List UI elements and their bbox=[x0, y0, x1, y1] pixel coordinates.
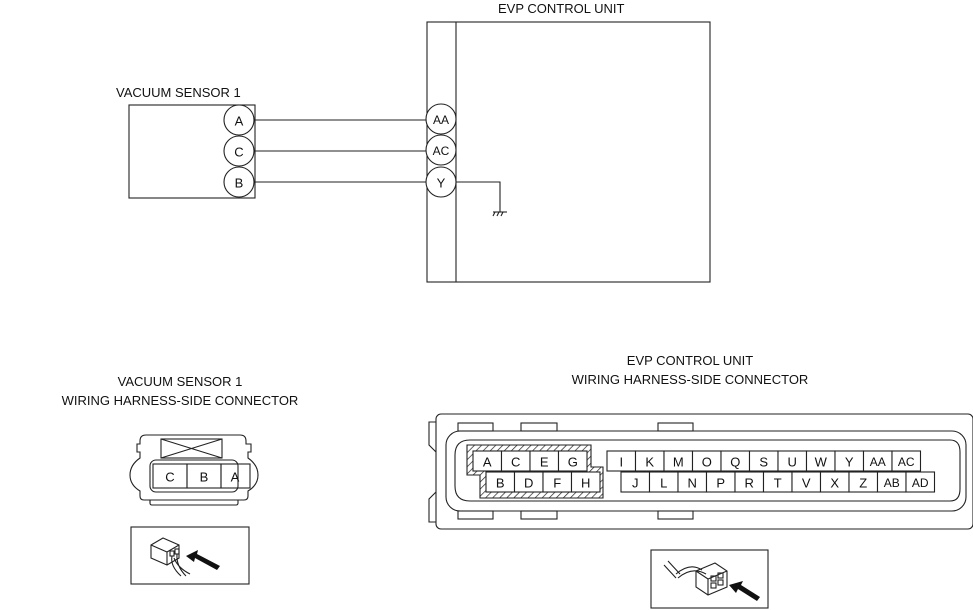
sensor-connector-pins: C B A bbox=[152, 463, 251, 489]
evp-pin-c: C bbox=[500, 450, 531, 472]
svg-text:J: J bbox=[632, 476, 639, 491]
svg-text:AA: AA bbox=[870, 455, 886, 469]
evp-pin-ab: AB bbox=[876, 471, 907, 493]
svg-text:Y: Y bbox=[437, 176, 446, 191]
evp-pin-i: I bbox=[606, 450, 637, 472]
svg-text:H: H bbox=[581, 476, 590, 491]
evp-connector-title-1: EVP CONTROL UNIT bbox=[627, 353, 753, 368]
svg-text:M: M bbox=[673, 455, 684, 470]
svg-text:AD: AD bbox=[912, 476, 929, 490]
svg-text:B: B bbox=[235, 176, 244, 191]
ground-icon bbox=[456, 181, 507, 217]
sensor-connector-housing bbox=[129, 434, 259, 506]
evp-pin-k: K bbox=[634, 450, 665, 472]
evp-terminal-ac: AC bbox=[425, 134, 457, 166]
svg-text:G: G bbox=[568, 455, 578, 470]
evp-pin-o: O bbox=[691, 450, 722, 472]
svg-text:A: A bbox=[483, 455, 492, 470]
evp-pin-z: Z bbox=[848, 471, 879, 493]
svg-text:P: P bbox=[716, 476, 725, 491]
evp-pin-p: P bbox=[705, 471, 736, 493]
evp-pin-x: X bbox=[819, 471, 850, 493]
evp-pin-e: E bbox=[529, 450, 560, 472]
evp-pin-ad: AD bbox=[905, 471, 936, 493]
evp-pin-ac: AC bbox=[891, 450, 922, 472]
connector-view-arrow-icon bbox=[650, 549, 769, 609]
evp-unit-title: EVP CONTROL UNIT bbox=[498, 1, 624, 16]
evp-connector-housing bbox=[428, 413, 973, 530]
evp-pin-b: B bbox=[485, 471, 516, 493]
sensor-pin-b: B bbox=[200, 470, 209, 485]
evp-pin-q: Q bbox=[720, 450, 751, 472]
svg-text:AA: AA bbox=[433, 113, 449, 127]
svg-text:F: F bbox=[553, 476, 561, 491]
sensor-pin-c: C bbox=[165, 470, 174, 485]
evp-pin-u: U bbox=[777, 450, 808, 472]
sensor-connector-title-1: VACUUM SENSOR 1 bbox=[118, 374, 243, 389]
evp-pin-f: F bbox=[542, 471, 573, 493]
evp-pin-w: W bbox=[805, 450, 836, 472]
evp-pin-d: D bbox=[513, 471, 544, 493]
evp-pin-m: M bbox=[663, 450, 694, 472]
svg-text:U: U bbox=[788, 455, 797, 470]
evp-pin-h: H bbox=[570, 471, 601, 493]
svg-text:V: V bbox=[802, 476, 811, 491]
sensor-connector-title-2: WIRING HARNESS-SIDE CONNECTOR bbox=[62, 393, 299, 408]
evp-pin-g: G bbox=[557, 450, 588, 472]
svg-text:W: W bbox=[815, 455, 828, 470]
svg-text:A: A bbox=[235, 114, 244, 129]
evp-pin-n: N bbox=[677, 471, 708, 493]
connector-view-arrow-icon bbox=[130, 526, 250, 585]
svg-text:Y: Y bbox=[845, 455, 854, 470]
svg-text:L: L bbox=[660, 476, 667, 491]
sensor-terminal-b: B bbox=[223, 166, 255, 198]
svg-text:AC: AC bbox=[898, 455, 915, 469]
svg-text:B: B bbox=[496, 476, 505, 491]
svg-text:Q: Q bbox=[730, 455, 740, 470]
svg-text:K: K bbox=[645, 455, 654, 470]
evp-pin-v: V bbox=[791, 471, 822, 493]
evp-terminal-aa: AA bbox=[425, 103, 457, 135]
evp-pin-t: T bbox=[762, 471, 793, 493]
svg-text:D: D bbox=[524, 476, 533, 491]
evp-pin-aa: AA bbox=[862, 450, 893, 472]
sensor-terminal-a: A bbox=[223, 104, 255, 136]
svg-text:C: C bbox=[234, 145, 243, 160]
evp-pin-l: L bbox=[648, 471, 679, 493]
evp-connector-title-2: WIRING HARNESS-SIDE CONNECTOR bbox=[572, 372, 809, 387]
svg-text:E: E bbox=[540, 455, 549, 470]
evp-pin-j: J bbox=[620, 471, 651, 493]
evp-control-unit-box bbox=[426, 21, 711, 283]
vacuum-sensor-title: VACUUM SENSOR 1 bbox=[116, 85, 241, 100]
svg-text:AB: AB bbox=[884, 476, 900, 490]
svg-text:I: I bbox=[619, 455, 623, 470]
svg-text:T: T bbox=[774, 476, 782, 491]
evp-pin-r: R bbox=[734, 471, 765, 493]
svg-text:AC: AC bbox=[433, 144, 450, 158]
svg-text:C: C bbox=[511, 455, 520, 470]
sensor-pin-a: A bbox=[231, 470, 240, 485]
sensor-terminal-c: C bbox=[223, 135, 255, 167]
evp-pin-s: S bbox=[748, 450, 779, 472]
evp-pin-y: Y bbox=[834, 450, 865, 472]
svg-text:S: S bbox=[759, 455, 768, 470]
svg-text:O: O bbox=[702, 455, 712, 470]
svg-text:N: N bbox=[688, 476, 697, 491]
evp-pin-a: A bbox=[472, 450, 503, 472]
svg-text:Z: Z bbox=[859, 476, 867, 491]
sensor-connector-lock-cross-icon bbox=[160, 438, 223, 459]
evp-terminal-y: Y bbox=[425, 166, 457, 198]
svg-text:X: X bbox=[830, 476, 839, 491]
svg-text:R: R bbox=[745, 476, 754, 491]
